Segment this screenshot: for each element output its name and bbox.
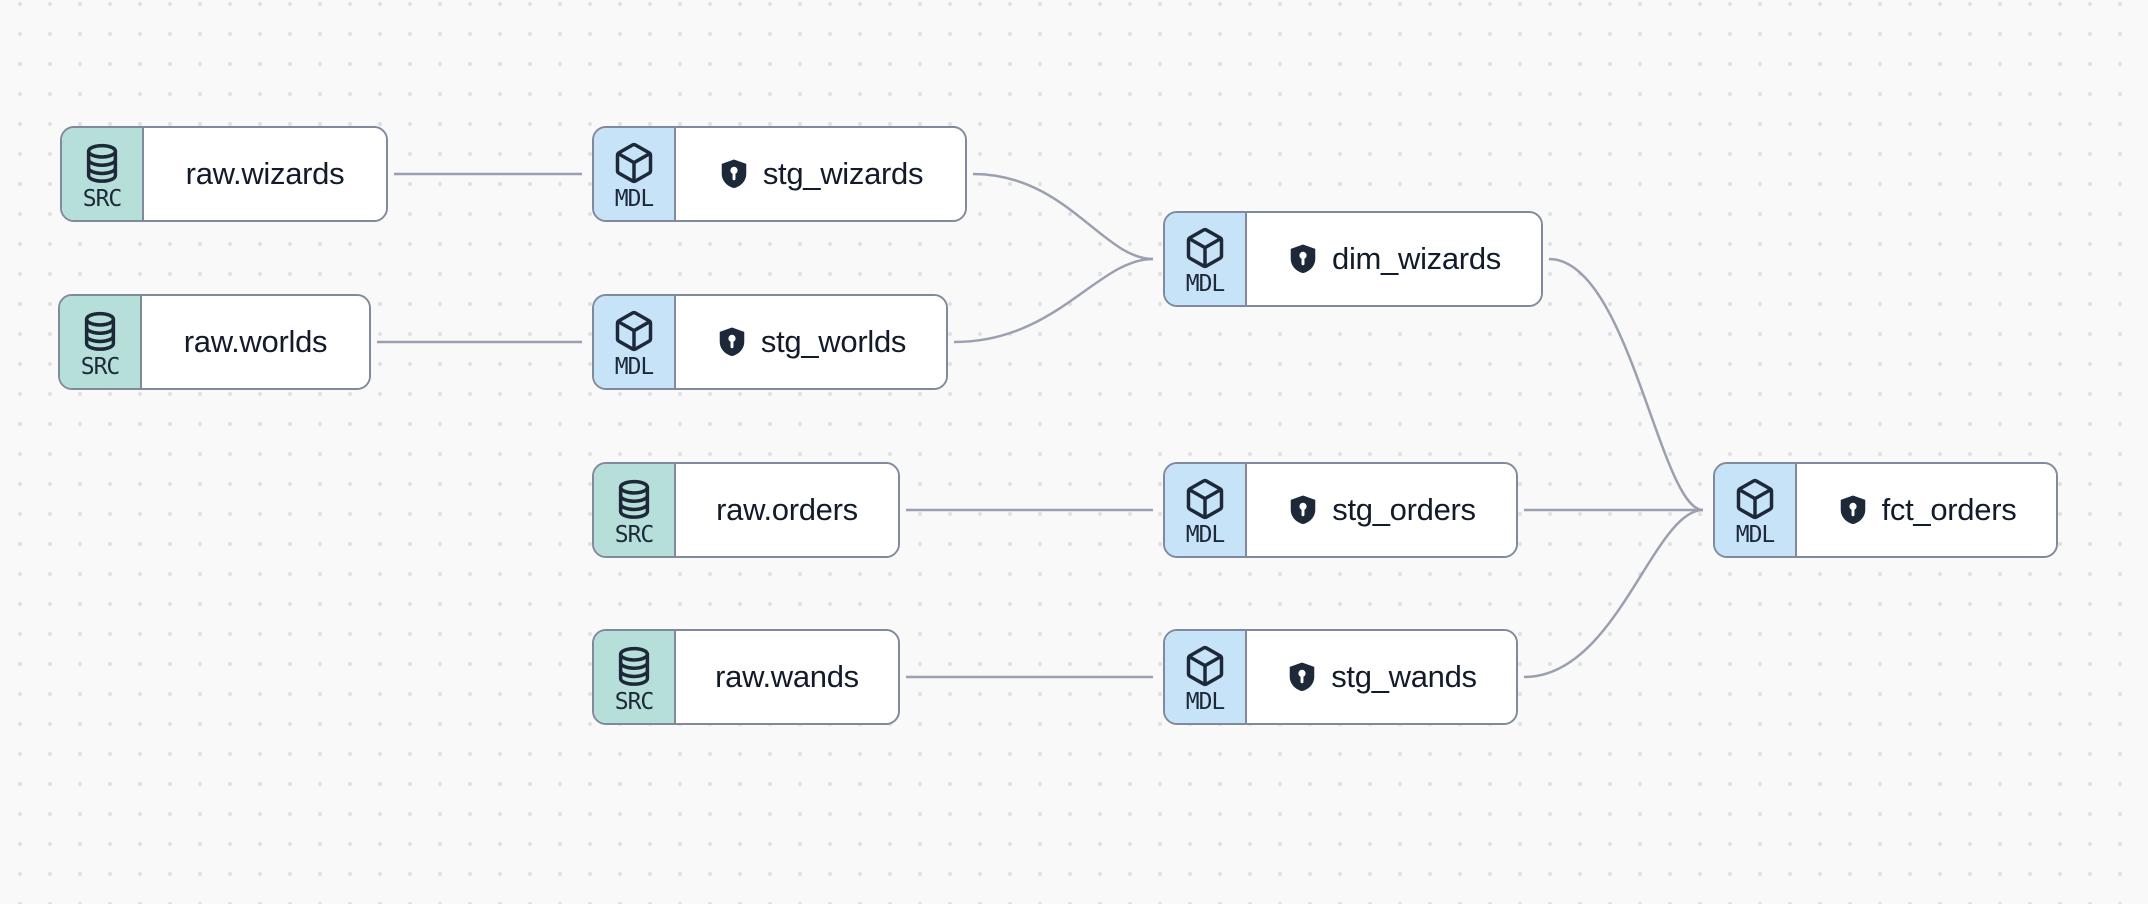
cube-icon [1733, 476, 1777, 522]
node-type-badge: SRC [62, 128, 144, 220]
node-title: raw.wands [715, 659, 859, 694]
node-type-badge: MDL [1165, 631, 1247, 723]
node-type-label: MDL [614, 353, 655, 380]
node-title: stg_wands [1331, 659, 1477, 694]
node-type-badge: MDL [1715, 464, 1797, 556]
database-icon [78, 308, 122, 354]
node-type-label: MDL [1185, 270, 1226, 297]
node-type-badge: SRC [60, 296, 142, 388]
lineage-node-raw-orders[interactable]: SRC raw.orders [592, 462, 900, 558]
lineage-node-fct-orders[interactable]: MDL fct_orders [1713, 462, 2058, 558]
shield-icon [716, 325, 748, 359]
node-type-label: MDL [1185, 688, 1226, 715]
lineage-node-dim-wizards[interactable]: MDL dim_wizards [1163, 211, 1543, 307]
node-type-badge: SRC [594, 464, 676, 556]
lineage-edge-stg-worlds-to-dim-wizards [953, 257, 1154, 344]
lineage-node-stg-wands[interactable]: MDL stg_wands [1163, 629, 1518, 725]
database-icon [80, 140, 124, 186]
node-type-label: SRC [82, 185, 123, 212]
node-title: raw.orders [716, 492, 858, 527]
shield-icon [1287, 493, 1319, 527]
lineage-node-stg-worlds[interactable]: MDL stg_worlds [592, 294, 948, 390]
node-title: dim_wizards [1332, 241, 1501, 276]
lineage-node-stg-wizards[interactable]: MDL stg_wizards [592, 126, 967, 222]
lineage-node-stg-orders[interactable]: MDL stg_orders [1163, 462, 1518, 558]
database-icon [612, 476, 656, 522]
node-title: fct_orders [1881, 492, 2017, 527]
node-type-label: MDL [614, 185, 655, 212]
node-title: raw.worlds [183, 324, 328, 359]
lineage-node-raw-worlds[interactable]: SRC raw.worlds [58, 294, 371, 390]
node-type-badge: MDL [1165, 213, 1247, 305]
node-type-label: MDL [1185, 521, 1226, 548]
node-type-badge: MDL [1165, 464, 1247, 556]
node-title: stg_worlds [760, 324, 907, 359]
node-type-badge: SRC [594, 631, 676, 723]
shield-icon [1837, 493, 1869, 527]
cube-icon [612, 140, 656, 186]
node-type-label: SRC [614, 521, 655, 548]
node-type-badge: MDL [594, 128, 676, 220]
node-title: stg_orders [1332, 492, 1476, 527]
cube-icon [1183, 225, 1227, 271]
database-icon [612, 643, 656, 689]
node-type-label: SRC [80, 353, 121, 380]
node-title: stg_wizards [762, 156, 924, 191]
lineage-edge-stg-wizards-to-dim-wizards [972, 172, 1154, 261]
node-type-badge: MDL [594, 296, 676, 388]
lineage-node-raw-wizards[interactable]: SRC raw.wizards [60, 126, 388, 222]
shield-icon [718, 157, 750, 191]
shield-icon [1286, 660, 1318, 694]
node-type-label: MDL [1735, 521, 1776, 548]
lineage-edge-dim-wizards-to-fct-orders [1548, 257, 1704, 512]
lineage-node-raw-wands[interactable]: SRC raw.wands [592, 629, 900, 725]
lineage-edge-stg-wands-to-fct-orders [1523, 508, 1704, 679]
node-title: raw.wizards [185, 156, 345, 191]
node-type-label: SRC [614, 688, 655, 715]
cube-icon [1183, 643, 1227, 689]
shield-icon [1287, 242, 1319, 276]
cube-icon [612, 308, 656, 354]
cube-icon [1183, 476, 1227, 522]
